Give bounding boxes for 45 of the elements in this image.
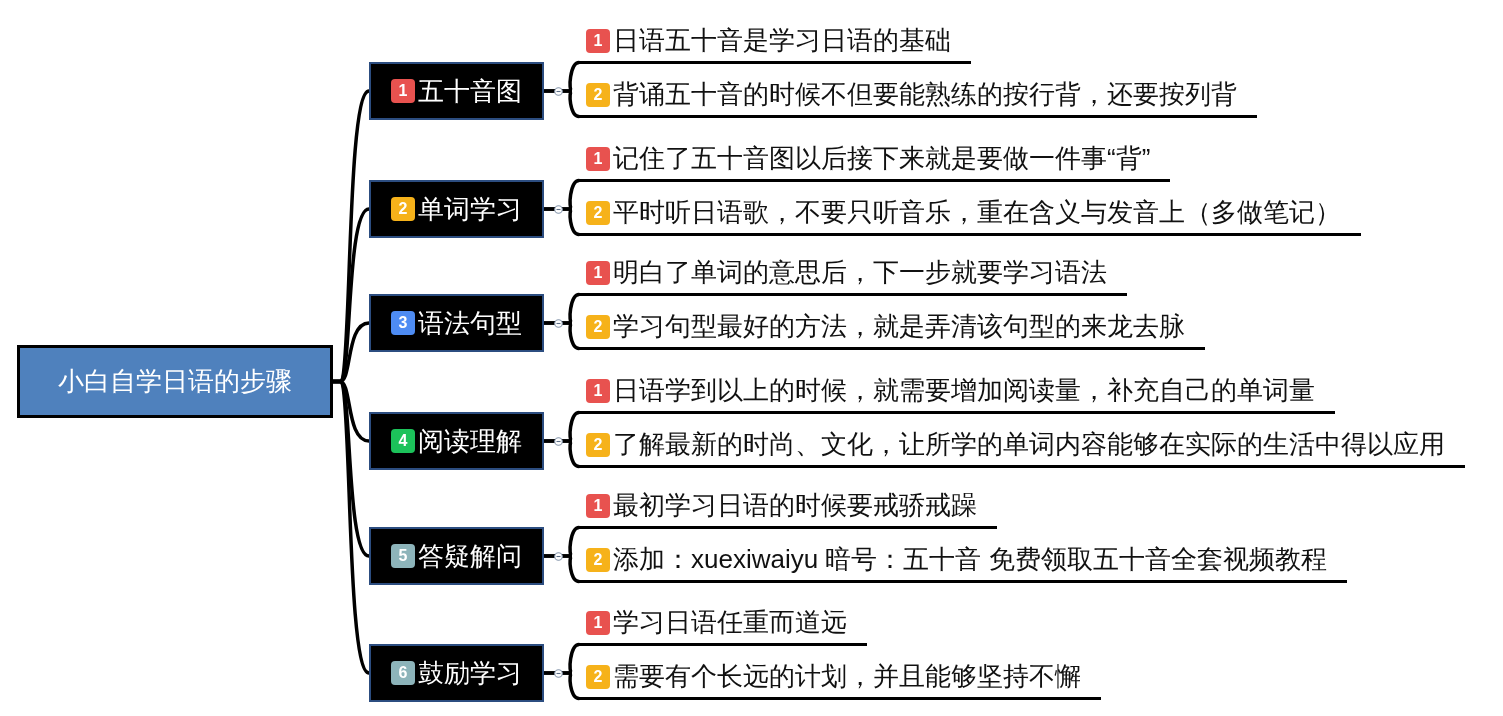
subtopic-text: 学习日语任重而道远 bbox=[613, 606, 847, 639]
subtopic-text: 最初学习日语的时候要戒骄戒躁 bbox=[613, 489, 977, 522]
subtopic-text: 了解最新的时尚、文化，让所学的单词内容能够在实际的生活中得以应用 bbox=[613, 428, 1445, 461]
topic-box bbox=[369, 644, 544, 702]
number-badge: 2 bbox=[586, 200, 610, 225]
topic-label: 答疑解问 bbox=[418, 539, 522, 573]
root-topic-label: 小白自学日语的步骤 bbox=[58, 365, 292, 398]
subtopic-text: 需要有个长远的计划，并且能够坚持不懈 bbox=[613, 660, 1081, 693]
subtopic-text: 学习句型最好的方法，就是弄清该句型的来龙去脉 bbox=[613, 310, 1185, 343]
topic-box bbox=[369, 527, 544, 585]
topic-label: 鼓励学习 bbox=[418, 656, 522, 690]
number-badge: 3 bbox=[391, 311, 415, 335]
root-topic-box bbox=[17, 345, 333, 418]
number-badge: 2 bbox=[586, 82, 610, 107]
number-badge: 1 bbox=[586, 146, 610, 171]
number-badge: 2 bbox=[391, 197, 415, 221]
number-badge: 6 bbox=[391, 661, 415, 685]
number-badge: 1 bbox=[586, 378, 610, 403]
number-badge: 4 bbox=[391, 429, 415, 453]
subtopic-text: 日语五十音是学习日语的基础 bbox=[613, 24, 951, 57]
number-badge: 1 bbox=[586, 493, 610, 518]
number-badge: 2 bbox=[586, 664, 610, 689]
number-badge: 1 bbox=[391, 79, 415, 103]
branch-connector bbox=[331, 379, 371, 675]
subtopic-text: 背诵五十音的时候不但要能熟练的按行背，还要按列背 bbox=[613, 78, 1237, 111]
subtopic-text: 记住了五十音图以后接下来就是要做一件事“背” bbox=[613, 142, 1151, 175]
topic-label: 语法句型 bbox=[418, 306, 522, 340]
number-badge: 2 bbox=[586, 432, 610, 457]
subtopic-text: 明白了单词的意思后，下一步就要学习语法 bbox=[613, 256, 1107, 289]
topic-box bbox=[369, 294, 544, 352]
topic-box bbox=[369, 62, 544, 120]
number-badge: 2 bbox=[586, 314, 610, 339]
topic-label: 阅读理解 bbox=[418, 424, 522, 458]
subtopic-text: 添加：xuexiwaiyu 暗号：五十音 免费领取五十音全套视频教程 bbox=[613, 543, 1327, 576]
number-badge: 2 bbox=[586, 547, 610, 572]
number-badge: 1 bbox=[586, 610, 610, 635]
topic-label: 五十音图 bbox=[418, 74, 522, 108]
number-badge: 1 bbox=[586, 260, 610, 285]
subtopic-text: 日语学到以上的时候，就需要增加阅读量，补充自己的单词量 bbox=[613, 374, 1315, 407]
topic-box bbox=[369, 180, 544, 238]
topic-label: 单词学习 bbox=[418, 192, 522, 226]
subtopic-text: 平时听日语歌，不要只听音乐，重在含义与发音上（多做笔记） bbox=[613, 196, 1341, 229]
number-badge: 1 bbox=[586, 28, 610, 53]
number-badge: 5 bbox=[391, 544, 415, 568]
topic-box bbox=[369, 412, 544, 470]
